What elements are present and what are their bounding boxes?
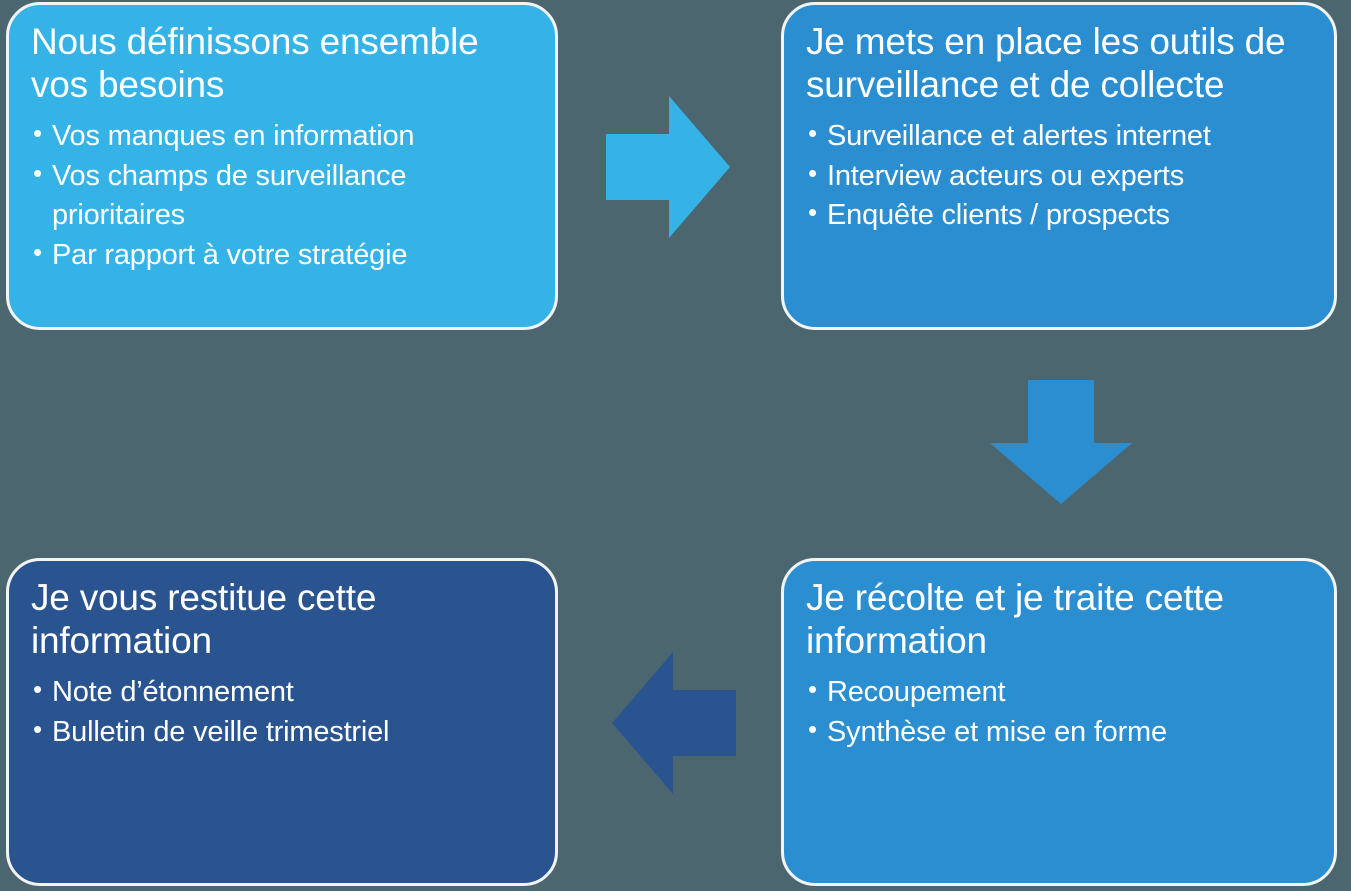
step-4-title: Je vous restitue cette information: [31, 577, 377, 661]
step-1-title: Nous définissons ensemble vos besoins: [31, 21, 479, 105]
list-item: Par rapport à votre stratégie: [31, 235, 533, 276]
step-3-title: Je récolte et je traite cette informatio…: [806, 577, 1224, 661]
list-item: Vos manques en information: [31, 116, 533, 157]
list-item: Bulletin de veille trimestriel: [31, 712, 533, 753]
list-item: Interview acteurs ou experts: [806, 156, 1312, 197]
step-3-bullet-list: Recoupement Synthèse et mise en forme: [806, 672, 1312, 753]
step-2-title: Je mets en place les outils de surveilla…: [806, 21, 1286, 105]
arrow-right-shape: [606, 96, 730, 238]
list-item: Note d’étonnement: [31, 672, 533, 713]
process-step-card-3[interactable]: Je récolte et je traite cette informatio…: [781, 558, 1337, 886]
process-step-card-4[interactable]: Je vous restitue cette information Note …: [6, 558, 558, 886]
list-item: Vos champs de surveillance prioritaires: [31, 156, 533, 236]
step-2-bullet-list: Surveillance et alertes internet Intervi…: [806, 116, 1312, 236]
arrow-left-icon: [612, 652, 736, 794]
list-item: Enquête clients / prospects: [806, 195, 1312, 236]
process-step-card-2[interactable]: Je mets en place les outils de surveilla…: [781, 2, 1337, 330]
process-step-card-1[interactable]: Nous définissons ensemble vos besoins Vo…: [6, 2, 558, 330]
step-4-bullet-list: Note d’étonnement Bulletin de veille tri…: [31, 672, 533, 753]
list-item: Recoupement: [806, 672, 1312, 713]
step-1-bullet-list: Vos manques en information Vos champs de…: [31, 116, 533, 276]
arrow-down-icon: [990, 380, 1132, 504]
arrow-right-icon: [606, 96, 730, 238]
list-item: Synthèse et mise en forme: [806, 712, 1312, 753]
arrow-down-shape: [990, 380, 1132, 504]
list-item: Surveillance et alertes internet: [806, 116, 1312, 157]
arrow-left-shape: [612, 652, 736, 794]
